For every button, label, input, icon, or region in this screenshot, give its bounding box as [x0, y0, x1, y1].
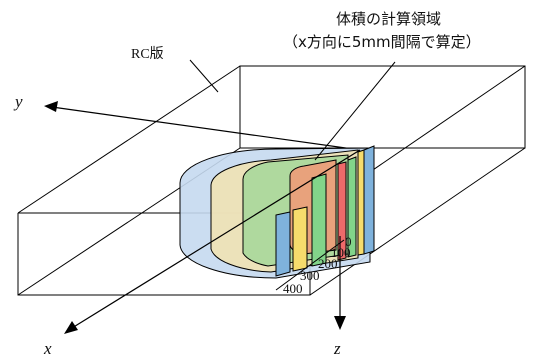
- depth-tick-0: 0: [345, 234, 352, 249]
- x-axis: [64, 149, 361, 334]
- y-axis: [44, 101, 361, 151]
- strip-yellow-left: [292, 206, 308, 272]
- strip-blue-left: [275, 211, 291, 277]
- strip-yellow-right: [357, 149, 365, 256]
- region-label-line2: （x方向に5mm間隔で算定）: [283, 33, 481, 51]
- section-strips: [275, 145, 375, 277]
- depth-tick-200: 200: [318, 256, 338, 271]
- strip-red-center: [337, 161, 347, 261]
- depth-tick-300: 300: [300, 268, 320, 283]
- z-axis: [334, 236, 346, 330]
- depth-tick-100: 100: [331, 245, 351, 260]
- slab-label: RC版: [131, 46, 164, 62]
- strip-green-right: [347, 156, 357, 258]
- strip-green-left: [311, 173, 327, 267]
- strip-blue-right: [363, 145, 375, 255]
- slab-leader-line: [189, 59, 219, 93]
- y-axis-label: y: [13, 92, 23, 111]
- depth-tick-400: 400: [283, 281, 303, 296]
- x-axis-label: x: [43, 339, 52, 358]
- region-label-line1: 体積の計算領域: [336, 10, 441, 28]
- region-leader-line: [314, 61, 396, 161]
- depth-scale-line: [275, 239, 345, 291]
- z-axis-label: z: [333, 339, 341, 358]
